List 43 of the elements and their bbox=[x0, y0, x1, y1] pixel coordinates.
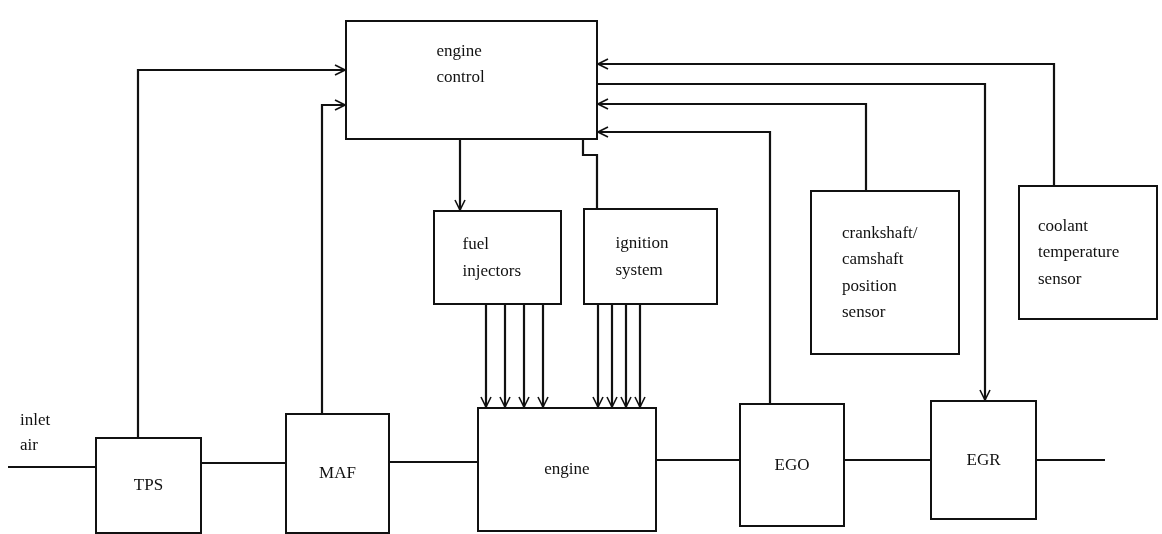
block-label: TPS bbox=[133, 474, 164, 497]
arrow bbox=[537, 305, 549, 408]
arrow bbox=[597, 58, 1056, 185]
block-label: crankshaft/ camshaft position sensor bbox=[842, 221, 919, 323]
inlet-label: inlet air bbox=[20, 409, 52, 456]
arrow bbox=[480, 305, 492, 408]
connector-line bbox=[657, 458, 739, 462]
arrow bbox=[620, 305, 632, 408]
arrow bbox=[597, 126, 772, 403]
block-box bbox=[930, 400, 1037, 520]
arrow bbox=[592, 305, 604, 408]
arrow bbox=[320, 99, 346, 413]
block-box bbox=[739, 403, 845, 527]
arrow bbox=[136, 64, 346, 437]
arrow bbox=[454, 140, 466, 211]
connector-line bbox=[202, 461, 285, 465]
block-box bbox=[345, 20, 598, 140]
block-label: engine bbox=[544, 458, 590, 481]
arrow bbox=[606, 305, 618, 408]
block-box bbox=[285, 413, 390, 534]
connector-line bbox=[845, 458, 930, 462]
connector-line bbox=[390, 460, 477, 464]
block-label: coolant temperature sensor bbox=[1038, 215, 1121, 290]
arrow bbox=[499, 305, 511, 408]
arrow bbox=[518, 305, 530, 408]
connector-line bbox=[581, 140, 599, 208]
block-box bbox=[810, 190, 960, 355]
block-box bbox=[433, 210, 562, 305]
arrow bbox=[597, 98, 868, 190]
block-label: fuel injectors bbox=[462, 233, 523, 282]
block-box bbox=[583, 208, 718, 305]
block-label: MAF bbox=[319, 462, 356, 485]
block-box bbox=[1018, 185, 1158, 320]
block-label: engine control bbox=[436, 40, 486, 89]
block-label: EGR bbox=[966, 448, 1001, 471]
block-box bbox=[95, 437, 202, 534]
block-label: ignition system bbox=[615, 232, 670, 281]
arrow bbox=[598, 82, 991, 401]
connector-line bbox=[8, 465, 95, 469]
block-label: EGO bbox=[774, 453, 810, 476]
arrow bbox=[634, 305, 646, 408]
block-box bbox=[477, 407, 657, 532]
connector-line bbox=[1037, 458, 1105, 462]
